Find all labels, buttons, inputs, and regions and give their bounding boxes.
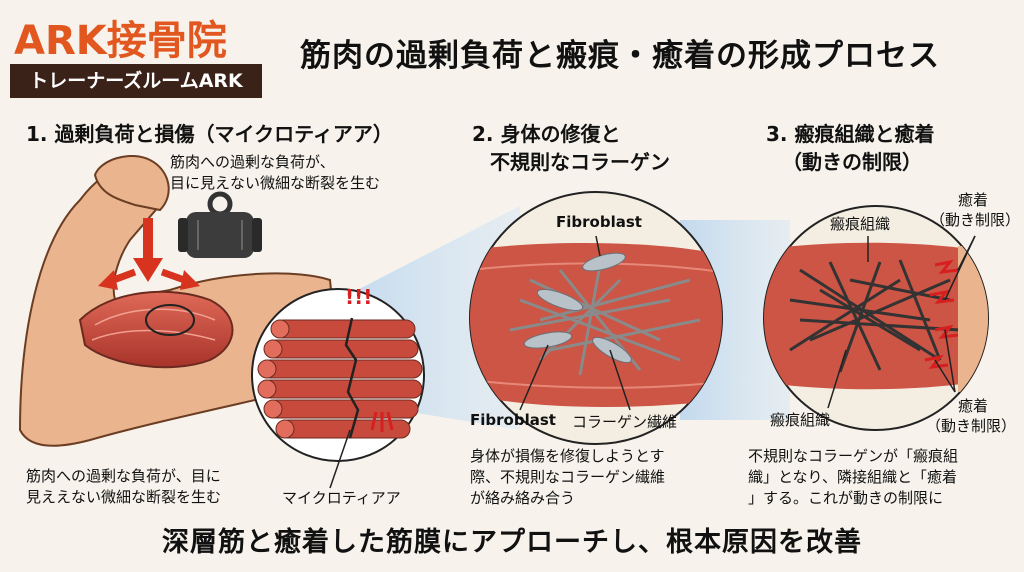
arrow-right-icon — [160, 268, 200, 290]
step1-bottom-note: 筋肉への過剰な負荷が、目に 見ええない微細な断裂を生む — [26, 467, 222, 506]
brand-logo: ARK接骨院 — [14, 18, 227, 64]
label-adhesion-top-1: 癒着 — [958, 191, 989, 209]
arrow-down-icon — [133, 218, 163, 282]
label-adhesion-bottom-2: （動き制限） — [926, 417, 1017, 435]
label-microtear: マイクロティアア — [282, 489, 401, 507]
muscle-fiber-bundle-circle — [251, 288, 425, 462]
step1-top-note: 筋肉への過剰な負荷が、 目に見えない微細な断裂を生む — [170, 153, 381, 192]
label-collagen: コラーゲン繊維 — [572, 413, 678, 431]
label-fibroblast-top: Fibroblast — [556, 213, 642, 231]
label-fibroblast-bottom: Fibroblast — [470, 411, 556, 429]
adhesion-top-pointer-2 — [944, 235, 976, 301]
label-scar-bottom: 瘢痕組織 — [770, 411, 831, 429]
step1-heading: 1. 過剰負荷と損傷（マイクロティアア） — [26, 122, 393, 146]
label-scar-top: 瘢痕組織 — [830, 215, 891, 233]
step3-heading-line1: 3. 瘢痕組織と癒着 — [766, 122, 935, 146]
scar-circle — [763, 205, 989, 431]
alert-marks-top: !!! — [345, 285, 372, 309]
page-title: 筋肉の過剰負荷と瘢痕・癒着の形成プロセス — [300, 38, 940, 74]
microtear-pointer — [329, 429, 351, 489]
adhesion-bottom-pointer-2 — [944, 329, 956, 393]
bottom-banner: 深層筋と癒着した筋膜にアプローチし、根本原因を改善 — [162, 527, 862, 558]
step3-heading-line2: （動きの制限） — [782, 150, 922, 174]
step3-note: 不規則なコラーゲンが「瘢痕組 織」となり、隣接組織と「癒着 」する。これが動きの… — [748, 447, 959, 507]
fibroblast-top-pointer — [595, 235, 601, 257]
adhesion-bottom-pointer-1 — [934, 359, 956, 393]
scar-bottom-pointer — [827, 349, 847, 409]
alert-marks-bottom — [370, 411, 394, 432]
step2-heading-line1: 2. 身体の修復と — [472, 122, 621, 146]
kettlebell-icon — [178, 191, 262, 258]
collagen-pointer — [609, 349, 631, 411]
label-adhesion-bottom-1: 癒着 — [958, 397, 989, 415]
step2-heading-line2: 不規則なコラーゲン — [490, 150, 670, 174]
brand-subtitle: トレーナーズルームARK — [10, 64, 262, 98]
label-adhesion-top-2: （動き制限） — [930, 211, 1021, 229]
fibroblast-bottom-pointer — [519, 344, 549, 411]
step2-note: 身体が損傷を修復しようとす 際、不規則なコラーゲン繊維 が絡み絡み合う — [470, 447, 666, 507]
arrow-left-icon — [98, 268, 137, 290]
